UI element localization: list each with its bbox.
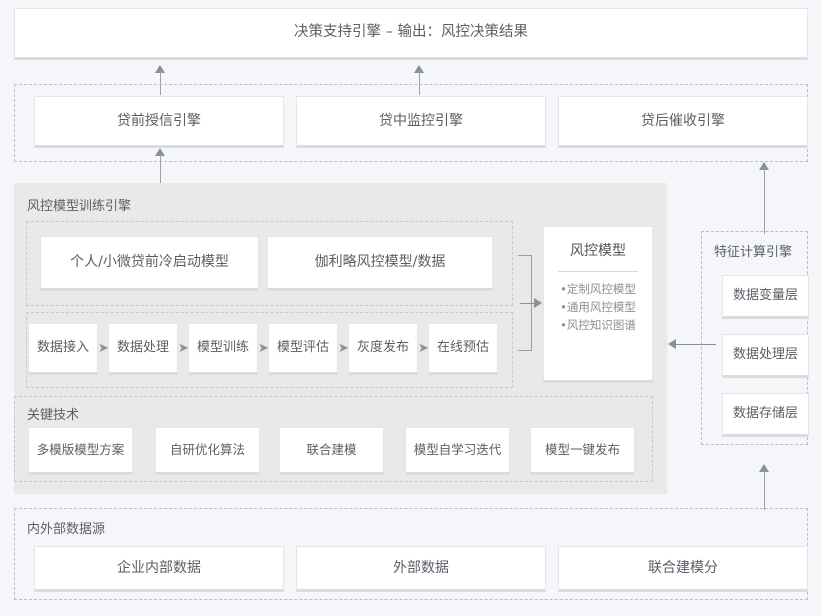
arrow-shaft bbox=[419, 71, 420, 95]
feature-engine-card-storage-layer[interactable]: 数据存储层 bbox=[722, 393, 809, 437]
pipeline-step-model-train[interactable]: 模型训练 bbox=[188, 323, 258, 375]
divider bbox=[558, 271, 638, 273]
pipeline-arrow-icon: ➤ bbox=[338, 341, 349, 356]
arrow-head-icon bbox=[759, 162, 769, 170]
arrow-shaft bbox=[764, 168, 765, 234]
pipeline-arrow-icon: ➤ bbox=[98, 341, 109, 356]
arrow-shaft bbox=[160, 71, 161, 95]
pipeline-subgroup bbox=[26, 312, 513, 388]
risk-model-item: •通用风控模型 bbox=[560, 300, 636, 315]
arrow-loan-pre-to-header bbox=[155, 65, 166, 95]
arrow-shaft bbox=[764, 470, 765, 510]
risk-model-item: •定制风控模型 bbox=[560, 282, 636, 297]
pipeline-step-model-eval[interactable]: 模型评估 bbox=[268, 323, 338, 375]
key-technology-card-multi-template[interactable]: 多模版模型方案 bbox=[28, 427, 133, 475]
key-technology-card-federated-modeling[interactable]: 联合建模 bbox=[279, 427, 384, 475]
arrow-head-icon bbox=[414, 65, 424, 73]
pipeline-arrow-icon: ➤ bbox=[178, 341, 189, 356]
arrow-training-to-loan bbox=[155, 148, 166, 185]
models-subgroup bbox=[26, 221, 513, 306]
arrow-head-icon bbox=[759, 464, 769, 472]
key-technology-card-self-developed-algo[interactable]: 自研优化算法 bbox=[155, 427, 260, 475]
key-technology-group bbox=[14, 396, 653, 482]
arrow-to-risk-model bbox=[520, 298, 542, 309]
risk-model-card[interactable]: 风控模型 •定制风控模型 •通用风控模型 •风控知识图谱 bbox=[543, 226, 653, 383]
pipeline-step-online-predict[interactable]: 在线预估 bbox=[428, 323, 498, 375]
model-card-cold-start[interactable]: 个人/小微贷前冷启动模型 bbox=[40, 236, 259, 291]
arrow-shaft bbox=[520, 303, 536, 304]
arrow-head-icon bbox=[668, 339, 676, 349]
arrow-shaft bbox=[160, 154, 161, 185]
data-source-card-internal[interactable]: 企业内部数据 bbox=[34, 546, 284, 592]
risk-model-item: •风控知识图谱 bbox=[560, 317, 636, 332]
decision-support-engine-card[interactable]: 决策支持引擎 – 输出：风控决策结果 bbox=[14, 8, 808, 60]
loan-engine-card-mid-loan[interactable]: 贷中监控引擎 bbox=[296, 96, 546, 148]
pipeline-step-gray-release[interactable]: 灰度发布 bbox=[348, 323, 418, 375]
pipeline-step-data-ingest[interactable]: 数据接入 bbox=[28, 323, 98, 375]
arrow-feature-to-training bbox=[668, 339, 716, 350]
model-card-galileo[interactable]: 伽利略风控模型/数据 bbox=[267, 236, 493, 291]
feature-engine-card-process-layer[interactable]: 数据处理层 bbox=[722, 334, 809, 378]
key-technology-label: 关键技术 bbox=[27, 408, 80, 423]
arrow-feature-to-loan bbox=[759, 162, 770, 234]
arrow-head-icon bbox=[534, 298, 542, 308]
arrow-loan-mid-to-header bbox=[414, 65, 425, 95]
risk-model-title: 风控模型 bbox=[570, 243, 626, 259]
feature-engine-card-variable-layer[interactable]: 数据变量层 bbox=[722, 275, 809, 319]
data-sources-label: 内外部数据源 bbox=[27, 522, 106, 537]
pipeline-arrow-icon: ➤ bbox=[258, 341, 269, 356]
training-engine-label: 风控模型训练引擎 bbox=[27, 199, 132, 214]
pipeline-arrow-icon: ➤ bbox=[418, 341, 429, 356]
feature-engine-label: 特征计算引擎 bbox=[714, 245, 793, 260]
key-technology-card-self-learning[interactable]: 模型自学习迭代 bbox=[405, 427, 510, 475]
loan-engine-card-pre-loan[interactable]: 贷前授信引擎 bbox=[34, 96, 284, 148]
data-source-card-external[interactable]: 外部数据 bbox=[296, 546, 546, 592]
arrow-head-icon bbox=[155, 148, 165, 156]
loan-engine-card-post-loan[interactable]: 贷后催收引擎 bbox=[558, 96, 808, 148]
arrow-datasource-to-feature bbox=[759, 464, 770, 510]
data-source-card-federated-score[interactable]: 联合建模分 bbox=[558, 546, 808, 592]
arrow-shaft bbox=[674, 344, 716, 345]
key-technology-card-one-click-release[interactable]: 模型一键发布 bbox=[530, 427, 635, 475]
pipeline-step-data-process[interactable]: 数据处理 bbox=[108, 323, 178, 375]
arrow-head-icon bbox=[155, 65, 165, 73]
